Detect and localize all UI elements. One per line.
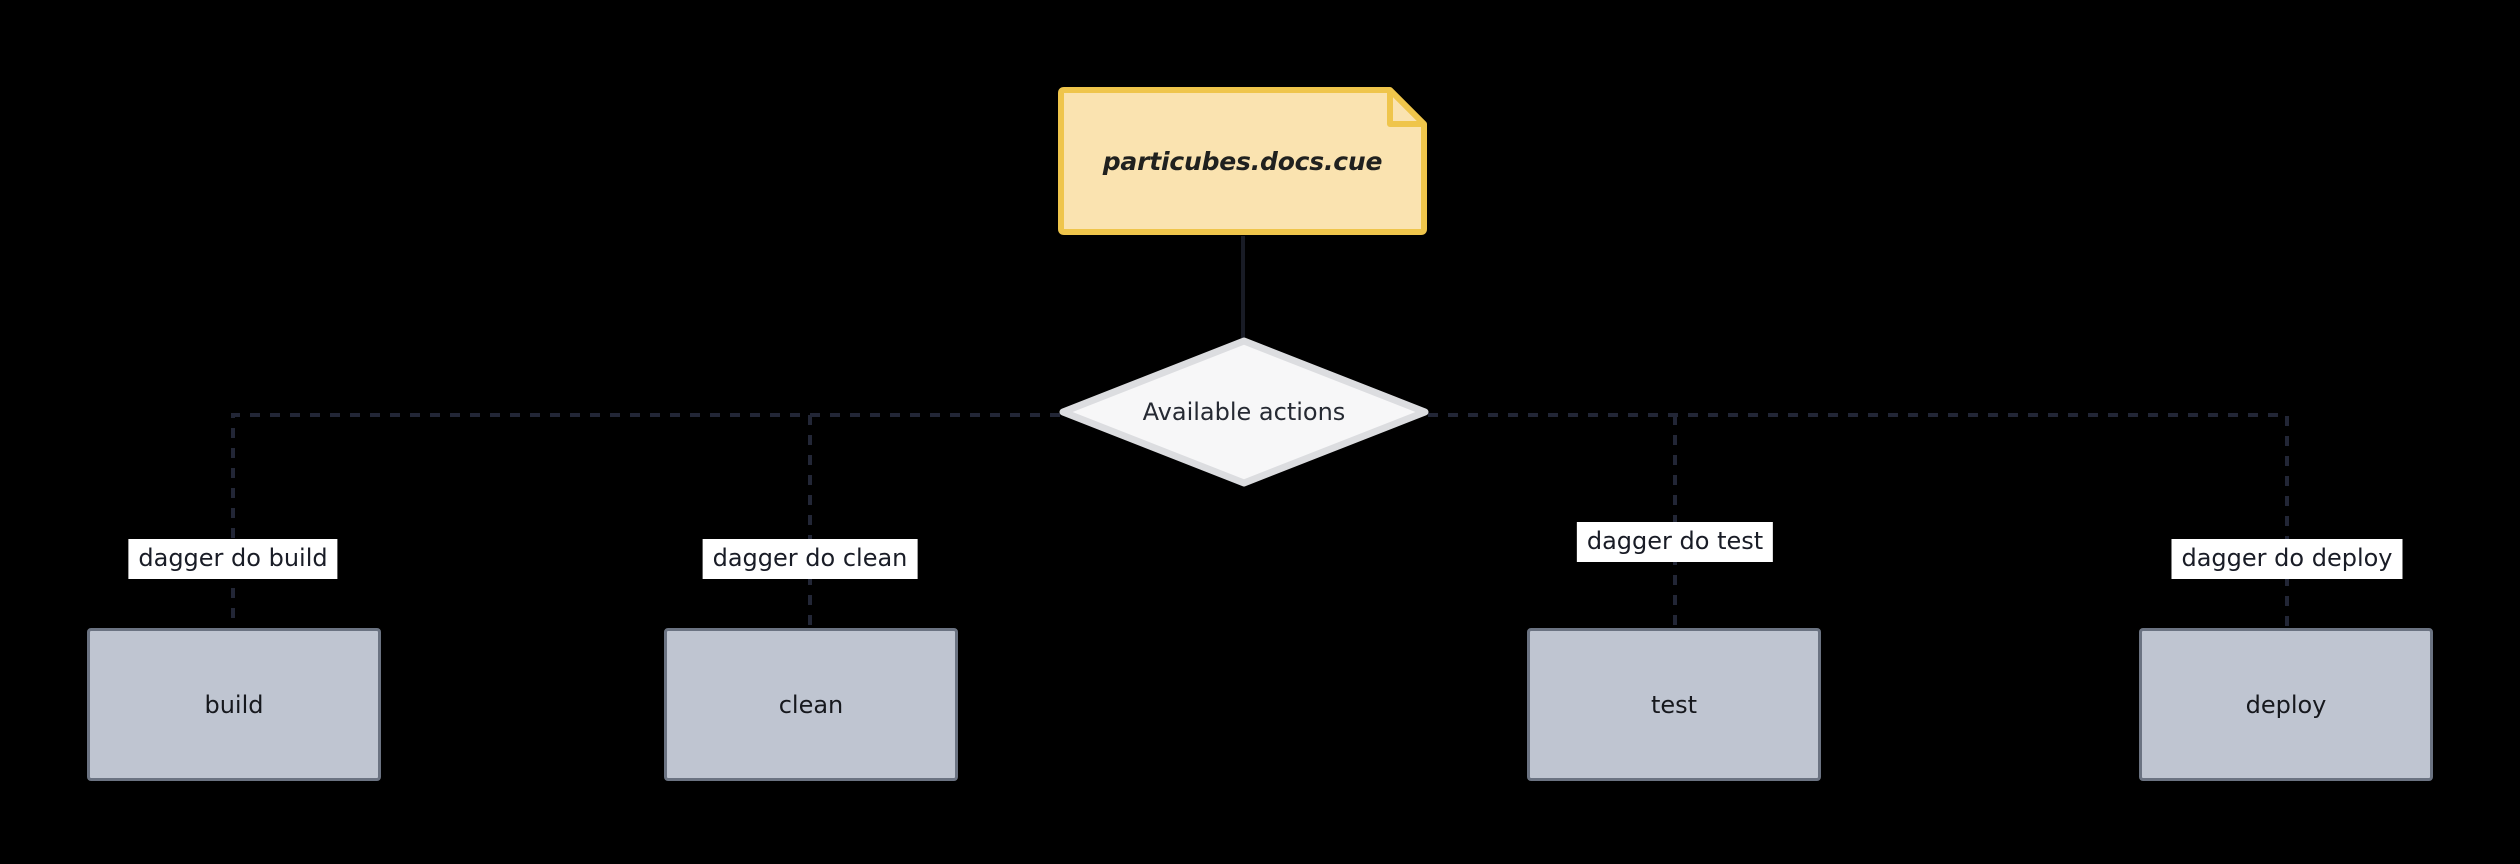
edge-label-dagger-do-build: dagger do build: [128, 539, 338, 579]
note-shape-icon: [1058, 87, 1427, 235]
edge-rail-right: [1428, 413, 2289, 628]
edge-rail-left: [231, 413, 1060, 628]
edge-label-dagger-do-deploy: dagger do deploy: [2171, 539, 2403, 579]
diamond-shape-icon: [1059, 337, 1429, 487]
edge-label-dagger-do-test: dagger do test: [1576, 522, 1774, 562]
note-label: particubes.docs.cue: [1102, 146, 1383, 176]
action-node-test[interactable]: test: [1527, 628, 1821, 781]
action-node-deploy[interactable]: deploy: [2139, 628, 2433, 781]
decision-node-available-actions[interactable]: Available actions: [1058, 336, 1430, 488]
decision-label: Available actions: [1142, 398, 1346, 426]
note-node-particubes-docs-cue[interactable]: particubes.docs.cue: [1058, 87, 1427, 235]
action-node-build[interactable]: build: [87, 628, 381, 781]
edge-label-dagger-do-clean: dagger do clean: [702, 539, 918, 579]
action-node-clean[interactable]: clean: [664, 628, 958, 781]
